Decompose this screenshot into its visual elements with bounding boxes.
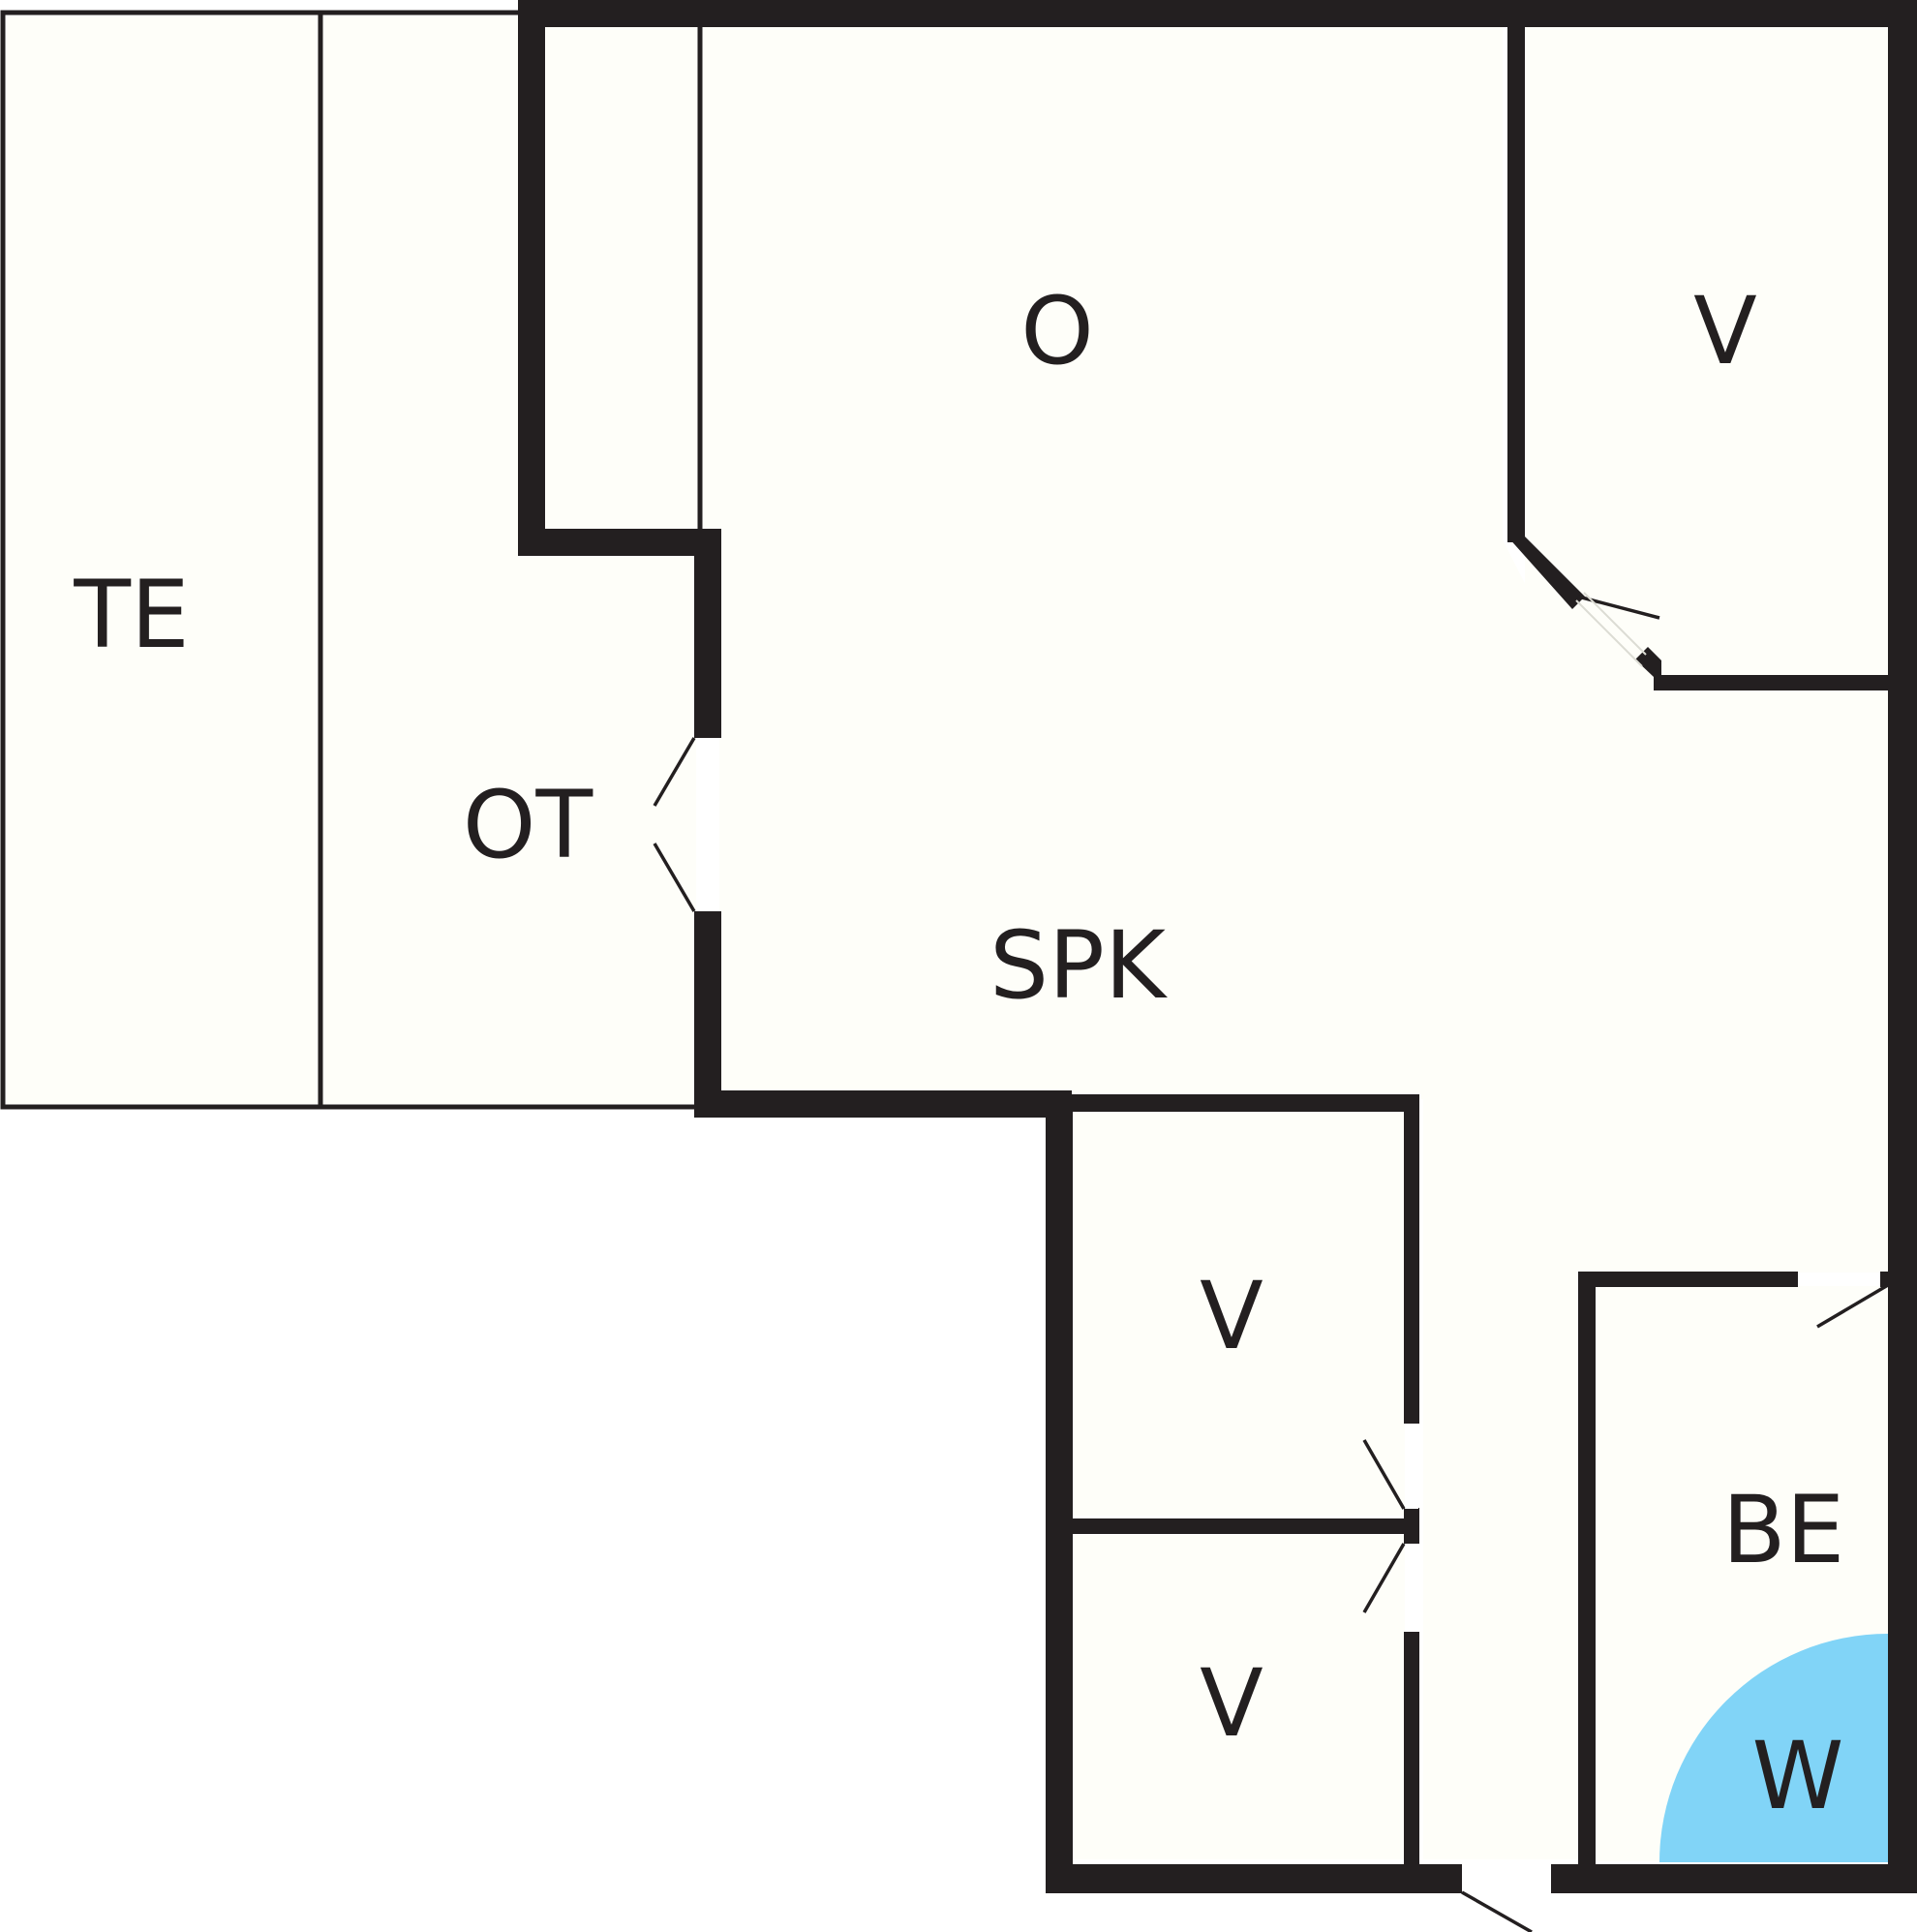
wall-storage-right-lower [1404, 1632, 1419, 1874]
wall-mid-horizontal-right [1046, 1094, 1418, 1112]
room-label-storage-middle: V [1200, 1262, 1263, 1370]
wall-mid-horizontal [694, 1090, 1072, 1118]
room-label-living-kitchen: SPK [989, 911, 1168, 1020]
wall-ot-lower [694, 911, 721, 1118]
door-swing-storage-middle [1362, 1439, 1406, 1510]
door-swing-bath [1816, 1283, 1889, 1329]
door-gap-storage-middle [1405, 1424, 1418, 1509]
storage-bottom-floor [1070, 1535, 1406, 1859]
wall-bath-left [1578, 1272, 1596, 1874]
room-label-storage-top-right: V [1693, 277, 1757, 385]
wall-bottom-left [1046, 1864, 1462, 1893]
door-swing-ot-upper [653, 737, 696, 807]
door-tr-storage-edge-b [1583, 592, 1647, 656]
storage-top-right-floor [1525, 25, 1888, 684]
room-label-terrace: TE [73, 561, 189, 669]
wall-left-step [518, 529, 721, 556]
door-gap-storage-bottom [1405, 1544, 1418, 1632]
wall-right [1888, 0, 1917, 1893]
floor-areas [6, 15, 1888, 1861]
room-label-shower: W [1752, 1722, 1844, 1830]
wall-ot-upper [694, 529, 721, 738]
storage-middle-floor [1070, 1109, 1406, 1516]
wall-storage-left [1046, 1094, 1073, 1888]
main-floor [544, 25, 1888, 1859]
wall-tr-storage-left [1507, 0, 1525, 542]
door-gap-bath [1798, 1273, 1880, 1286]
walls [518, 0, 1917, 1893]
wall-storage-right-mid [1404, 1508, 1419, 1544]
wall-tr-storage-diagonal [1507, 537, 1585, 609]
room-label-covered-terrace: OT [463, 771, 593, 879]
door-swing-entrance [1461, 1890, 1533, 1932]
door-swings [653, 592, 1889, 1932]
door-swing-storage-bottom [1362, 1543, 1406, 1613]
wall-bath-top-stub [1880, 1272, 1898, 1287]
room-label-storage-bottom: V [1200, 1649, 1263, 1758]
door-swing-ot-lower [653, 843, 696, 912]
room-labels: TE OT SPK O V V V BE W [73, 277, 1844, 1830]
wall-tr-storage-diagonal-lower [1635, 647, 1661, 677]
wall-top [518, 0, 1917, 27]
door-gap-ot [696, 738, 719, 911]
shower-area [1659, 1634, 1888, 1862]
wall-storage-divider [1070, 1518, 1409, 1534]
wall-bottom-right [1551, 1864, 1917, 1893]
wall-bath-top [1578, 1272, 1798, 1287]
door-gap-entrance [1462, 1865, 1551, 1892]
wall-tr-storage-bottom [1654, 675, 1898, 690]
wall-storage-right-upper [1404, 1094, 1419, 1424]
wall-left-upper [518, 0, 545, 556]
door-openings [696, 738, 1880, 1892]
room-label-bathroom: BE [1722, 1476, 1845, 1584]
room-label-living: O [1020, 277, 1094, 385]
door-tr-storage-edge-a [1575, 599, 1643, 667]
